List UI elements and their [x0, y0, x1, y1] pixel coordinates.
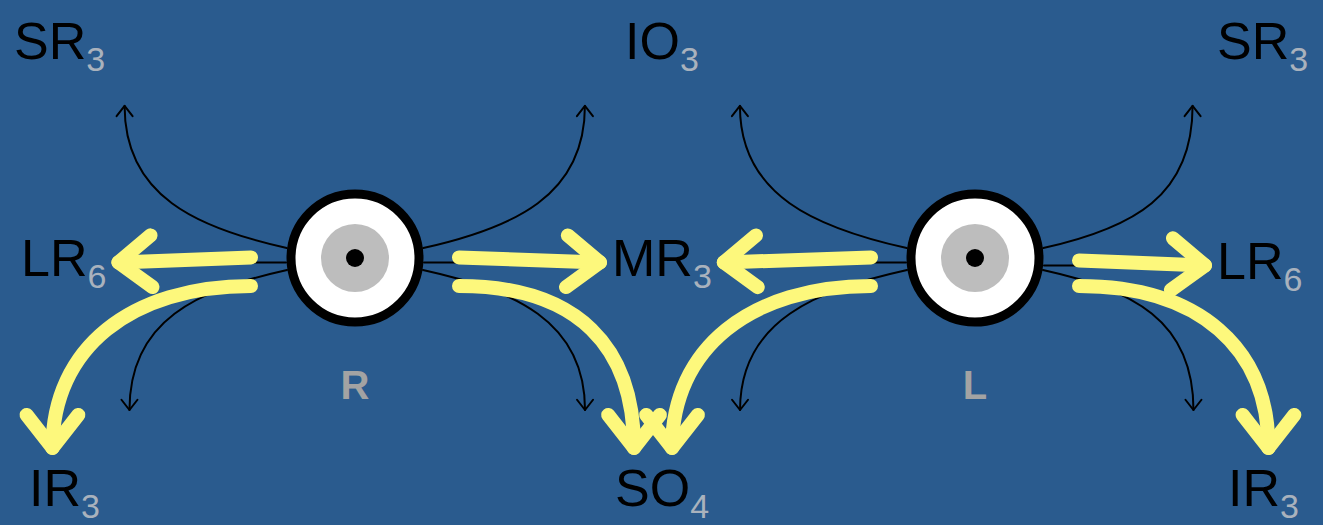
muscle-label: IR3: [25, 460, 104, 525]
muscle-name: IR: [1228, 459, 1280, 517]
nerve-number: 4: [690, 487, 709, 525]
muscle-name: IR: [29, 459, 81, 517]
muscle-arrow: [1043, 106, 1200, 248]
muscle-arrow: [118, 254, 286, 270]
muscle-name: LR: [1217, 232, 1283, 290]
action-arrow: [459, 235, 600, 287]
muscle-label: MR3: [608, 230, 716, 295]
muscle-arrow: [117, 106, 287, 248]
muscle-arrow: [423, 106, 593, 248]
muscle-arrow: [732, 106, 907, 248]
action-arrow: [1079, 286, 1294, 448]
nerve-number: 6: [87, 257, 106, 295]
nerve-number: 3: [1289, 40, 1308, 78]
muscle-name: MR: [612, 229, 693, 287]
eye-label: L: [900, 363, 1050, 407]
black-arrows: [117, 106, 1205, 410]
nerve-number: 6: [1283, 260, 1302, 298]
nerve-number: 3: [81, 487, 100, 525]
eyeball-symbol: [280, 183, 430, 333]
muscle-arrow: [724, 254, 906, 270]
muscle-label: IR3: [1224, 460, 1303, 525]
action-arrow: [646, 286, 871, 448]
muscle-label: SO4: [611, 460, 713, 525]
nerve-number: 3: [1280, 487, 1299, 525]
eyeball-symbol: [900, 183, 1050, 333]
eye-label: R: [280, 363, 430, 407]
muscle-name: IO: [625, 12, 680, 70]
muscle-label: LR6: [1213, 233, 1306, 298]
muscle-arrow: [424, 254, 600, 270]
muscle-name: SR: [1217, 12, 1289, 70]
action-arrow: [459, 286, 660, 448]
action-arrow: [118, 235, 251, 287]
nerve-number: 3: [680, 40, 699, 78]
nerve-number: 3: [86, 40, 105, 78]
action-arrow: [27, 286, 251, 448]
eye-node: R: [280, 183, 430, 413]
muscle-label: SR3: [1213, 13, 1312, 78]
action-arrow: [724, 235, 871, 287]
muscle-arrow: [1044, 257, 1205, 273]
muscle-name: SO: [615, 459, 690, 517]
muscle-label: SR3: [10, 13, 109, 78]
muscle-label: IO3: [621, 13, 703, 78]
muscle-name: LR: [21, 229, 87, 287]
muscle-name: SR: [14, 12, 86, 70]
muscle-label: LR6: [17, 230, 110, 295]
nerve-number: 3: [693, 257, 712, 295]
eye-node: L: [900, 183, 1050, 413]
